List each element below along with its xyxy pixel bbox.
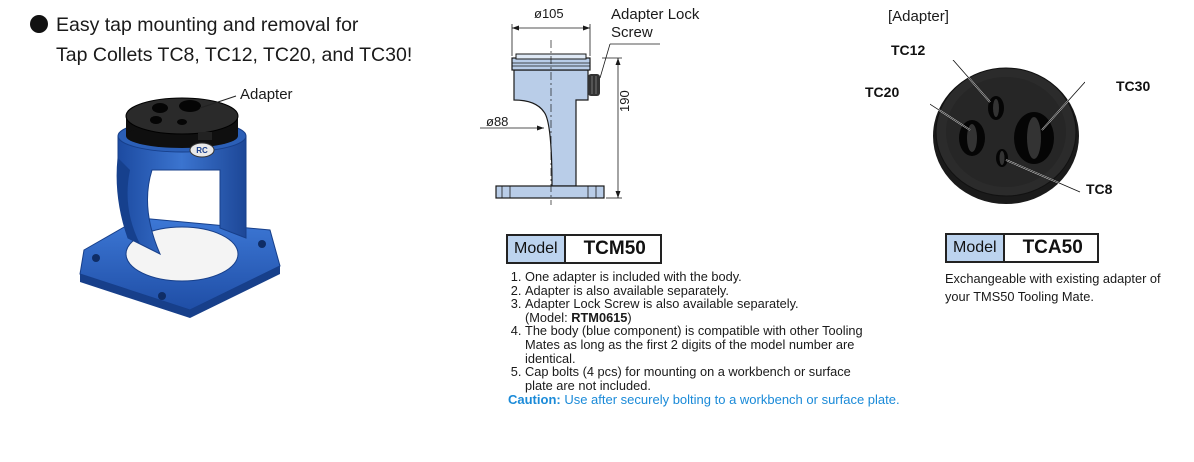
notes: One adapter is included with the body. A…: [508, 270, 948, 407]
model-name: TCM50: [583, 238, 646, 259]
tc20-label: TC20: [865, 84, 900, 100]
adapter-title: [Adapter]: [888, 8, 949, 25]
model-tcm50-box: Model TCM50: [506, 234, 662, 264]
tc8-label: TC8: [1086, 181, 1113, 197]
note-text: The body (blue component) is compatible …: [525, 323, 863, 366]
caution-text: Use after securely bolting to a workbenc…: [560, 392, 900, 408]
bullet-icon: [30, 15, 48, 33]
caution-label: Caution:: [508, 392, 561, 408]
model-name: TCA50: [1022, 237, 1083, 258]
dim-height-190: 190: [617, 90, 632, 112]
note-sub-suffix: ): [627, 309, 632, 325]
note-item: The body (blue component) is compatible …: [525, 324, 865, 365]
tc30-label: TC30: [1116, 78, 1151, 94]
note-text: Adapter Lock Screw is also available sep…: [525, 296, 799, 312]
headline-line-1: Easy tap mounting and removal for: [56, 14, 359, 36]
dim-diameter-88: ø88: [486, 114, 509, 129]
model-label: Model: [947, 235, 1005, 261]
note-item: Cap bolts (4 pcs) for mounting on a work…: [525, 365, 855, 392]
note-item: One adapter is included with the body.: [525, 270, 948, 284]
note-text: Adapter is also available separately.: [525, 282, 729, 298]
model-tca50-box: Model TCA50: [945, 233, 1099, 263]
tcm50-dimension-drawing: [480, 24, 660, 205]
note-sub-prefix: (Model:: [525, 309, 572, 325]
exchange-note: Exchangeable with existing adapter of yo…: [945, 271, 1161, 304]
caution-note: Caution: Use after securely bolting to a…: [508, 393, 948, 407]
lock-screw-label-line-1: Adapter Lock: [611, 6, 700, 23]
note-item: Adapter is also available separately.: [525, 282, 948, 298]
notes-list: One adapter is included with the body. A…: [508, 270, 948, 392]
note-text: One adapter is included with the body.: [525, 269, 742, 284]
headline-line-2: Tap Collets TC8, TC12, TC20, and TC30!: [56, 44, 413, 66]
lock-screw-label-line-2: Screw: [611, 24, 653, 41]
adapter-photo-label: Adapter: [240, 86, 293, 103]
note-sub-model: RTM0615: [571, 309, 628, 325]
adapter-photo: [930, 60, 1085, 204]
note-text: Cap bolts (4 pcs) for mounting on a work…: [525, 364, 851, 393]
tc12-label: TC12: [891, 42, 926, 58]
note-item: Adapter Lock Screw is also available sep…: [525, 297, 948, 324]
dim-diameter-105: ø105: [534, 6, 564, 21]
tooling-mate-photo: RC: [79, 95, 281, 318]
svg-text:RC: RC: [196, 146, 208, 155]
model-label: Model: [508, 236, 566, 262]
